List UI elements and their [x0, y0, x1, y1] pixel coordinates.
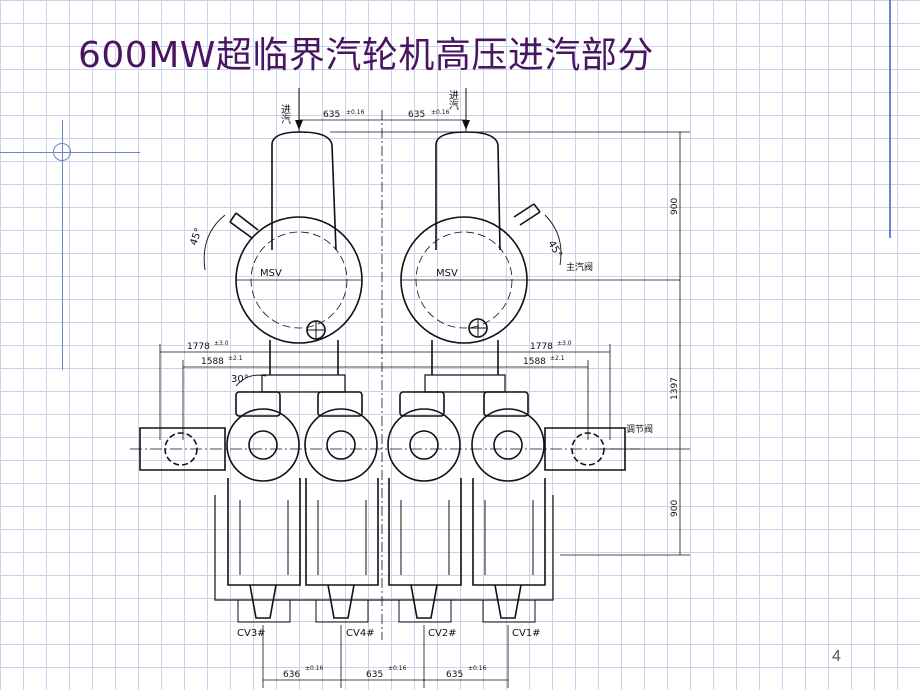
dim-top-right: 635: [408, 110, 425, 120]
dim-top-left: 635: [323, 110, 340, 120]
dim-bottom-right-tol: ±0.16: [468, 665, 487, 672]
msv-label-left: MSV: [260, 268, 282, 279]
inlet-pipe-left: [271, 131, 337, 251]
valve-label-cv3: CV3#: [237, 628, 266, 639]
angle-arc-right: [544, 214, 562, 266]
page-number: 4: [832, 648, 841, 665]
msv-stem-right: [513, 203, 541, 226]
control-valve-cv2: [387, 391, 462, 623]
valve-chest-outline: [214, 495, 554, 601]
msv-stem-left: [229, 212, 259, 239]
control-valve-label: 调节阀: [626, 424, 653, 435]
main-valve-label: 主汽阀: [566, 261, 593, 273]
dim-1588-left-tol: ±2.1: [228, 355, 243, 362]
dim-bottom-left: 636: [283, 670, 300, 680]
angle-arc-left: [203, 214, 226, 271]
top-dimension-lines: [298, 110, 467, 640]
control-valve-cv1: [471, 391, 546, 623]
msv-neck-right: [431, 340, 499, 375]
dim-1778-right: 1778: [530, 342, 553, 352]
height-dimension-lines: [330, 131, 690, 556]
dim-1588-right-tol: ±2.1: [550, 355, 565, 362]
width-dimension-lines: [159, 344, 611, 440]
valve-label-cv4: CV4#: [346, 628, 375, 639]
dim-1778-right-tol: ±3.0: [557, 340, 572, 347]
msv-label-right: MSV: [436, 268, 458, 279]
end-port-left: [164, 432, 198, 466]
steam-inlet-label-right: 进汽: [447, 90, 459, 110]
steam-chest-end-right: [544, 427, 626, 471]
dim-height-lower: 900: [670, 500, 680, 517]
dim-bottom-left-tol: ±0.16: [305, 665, 324, 672]
dim-1778-left-tol: ±3.0: [214, 340, 229, 347]
angle-30-label: 30°: [231, 374, 249, 385]
dim-height-upper: 900: [670, 198, 680, 215]
steam-chest-end-left: [139, 427, 226, 471]
dim-top-right-tol: ±0.16: [431, 109, 450, 116]
decorative-vertical-line-right: [889, 0, 891, 238]
steam-inlet-label-left: 进汽: [279, 104, 291, 124]
control-valve-cv3: [226, 391, 301, 623]
neck-flange-right: [424, 374, 506, 393]
valve-label-cv2: CV2#: [428, 628, 457, 639]
angle-30-arc: [235, 374, 267, 387]
msv-neck-left: [269, 340, 339, 375]
dim-top-left-tol: ±0.16: [346, 109, 365, 116]
decorative-circle: [53, 143, 71, 161]
decorative-vertical-line-left: [62, 120, 63, 370]
bottom-dimension-lines: [262, 625, 509, 688]
neck-flange-left: [261, 374, 346, 393]
angle-label-left: 45°: [188, 227, 204, 247]
dim-height-middle: 1397: [670, 377, 680, 400]
dim-1588-right: 1588: [523, 357, 546, 367]
dim-bottom-mid-tol: ±0.16: [388, 665, 407, 672]
dim-bottom-right: 635: [446, 670, 463, 680]
dim-bottom-mid: 635: [366, 670, 383, 680]
slide-title: 600MW超临界汽轮机高压进汽部分: [78, 35, 654, 76]
dim-1778-left: 1778: [187, 342, 210, 352]
control-valve-cv4: [304, 391, 379, 623]
dim-1588-left: 1588: [201, 357, 224, 367]
valve-label-cv1: CV1#: [512, 628, 541, 639]
